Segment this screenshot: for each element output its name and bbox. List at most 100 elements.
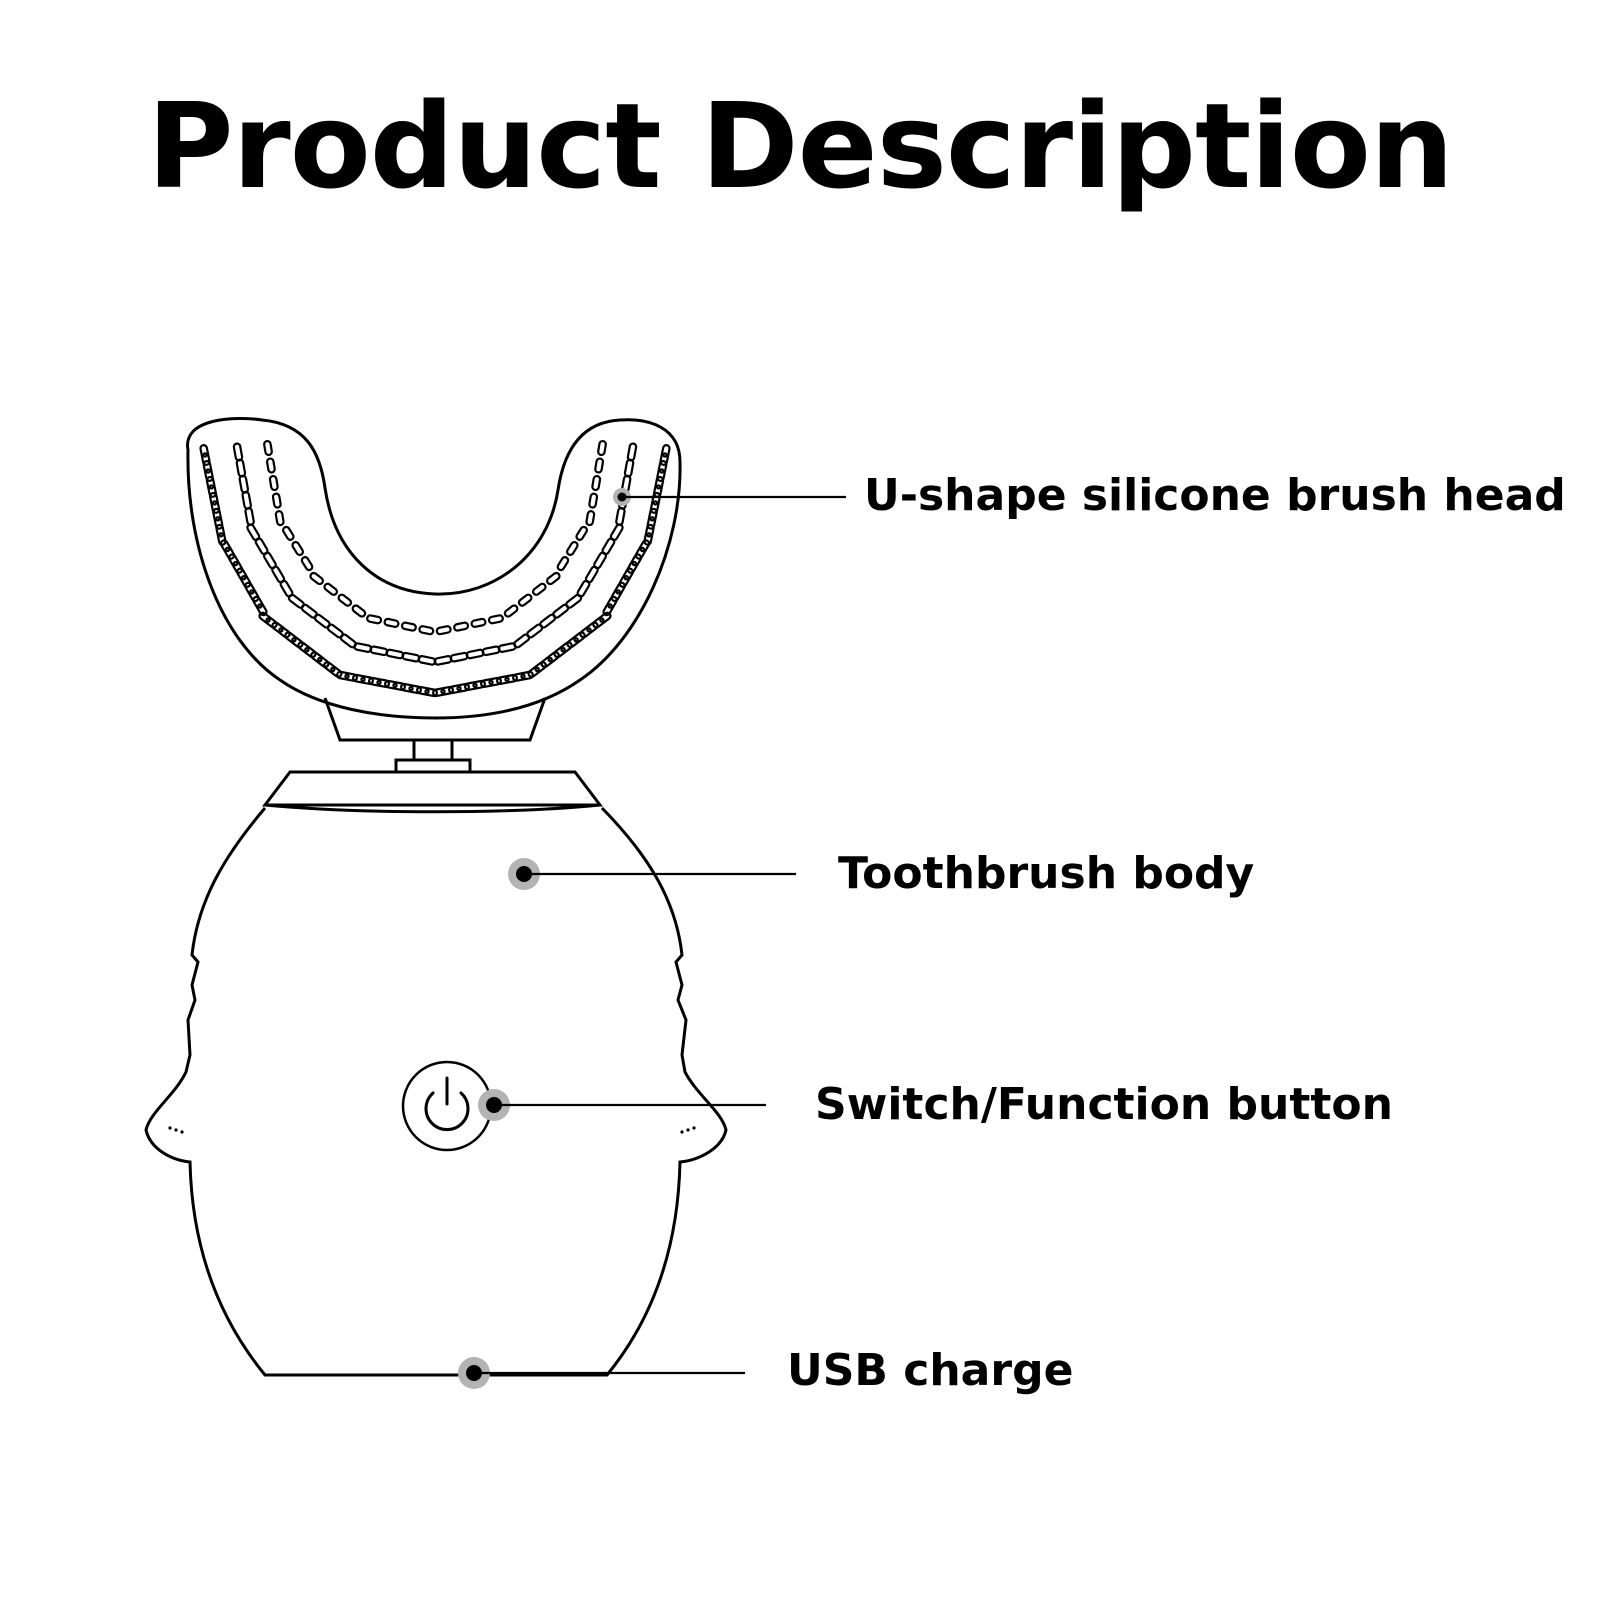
bristle-dot	[360, 676, 366, 683]
power-icon	[424, 1076, 470, 1132]
bristle	[496, 673, 518, 685]
bristle	[453, 621, 470, 632]
bristle	[615, 506, 626, 526]
bristle-dot	[607, 603, 613, 609]
bristle	[435, 625, 452, 636]
bristle-dot	[291, 637, 297, 643]
bristle	[432, 685, 454, 698]
bristle-dot	[240, 575, 247, 581]
bristle-dot	[265, 617, 271, 623]
toothbrush-body	[144, 770, 728, 1377]
bristle-dot	[232, 560, 239, 567]
bristle-dot	[662, 452, 668, 458]
bristle	[244, 506, 255, 526]
bristle	[417, 655, 437, 666]
bristle-dot	[317, 656, 323, 663]
bristle	[448, 682, 470, 695]
label-toothbrush-body: Toothbrush body	[838, 848, 1255, 899]
bristle	[232, 442, 244, 462]
bristle	[531, 582, 547, 596]
bristle	[353, 642, 373, 653]
bristle-dot	[520, 673, 526, 680]
bristle	[643, 523, 655, 546]
bristle-dot	[586, 627, 592, 633]
bristle	[219, 539, 236, 560]
bristle	[274, 510, 285, 527]
bristle	[487, 614, 504, 625]
bristle-rows	[199, 439, 671, 698]
bristle-dot	[639, 546, 646, 553]
callout-body	[508, 858, 796, 890]
bristle	[594, 457, 605, 474]
bristle	[626, 553, 643, 574]
bristle	[649, 491, 662, 514]
bristle	[323, 661, 343, 678]
bristle	[480, 676, 502, 688]
bristle	[659, 444, 671, 466]
bristle	[385, 648, 405, 660]
bristle	[400, 621, 417, 632]
bristle-dot	[560, 647, 566, 653]
bristle	[585, 510, 596, 527]
bristle	[656, 460, 668, 482]
bristle	[623, 458, 635, 478]
bristle	[309, 571, 325, 586]
brush-neck	[323, 697, 547, 742]
bristle-dot	[218, 532, 224, 538]
bristle	[351, 604, 367, 618]
bristle	[602, 595, 618, 617]
bristle	[199, 444, 211, 466]
bristle-dot	[330, 666, 336, 673]
bristle	[566, 631, 586, 649]
bristle	[244, 581, 260, 603]
bristle	[323, 582, 339, 596]
bristle	[575, 525, 589, 541]
bristle	[212, 507, 224, 530]
bristle	[433, 655, 453, 666]
bristle-dot	[615, 589, 621, 595]
bristle-dot	[257, 603, 263, 609]
bristle-dot	[472, 682, 478, 689]
bristle-dot	[547, 656, 553, 663]
bristle	[646, 507, 658, 530]
bristle-dot	[440, 688, 446, 695]
bristle	[366, 614, 383, 625]
bristle	[297, 641, 317, 659]
bristle	[416, 685, 438, 698]
bristle-dot	[534, 666, 540, 673]
bristle	[418, 625, 435, 636]
bristle	[400, 682, 422, 695]
bristle	[281, 525, 295, 541]
brush-head-outline	[186, 417, 682, 720]
bristle	[368, 676, 390, 688]
bristle-dot	[599, 617, 605, 623]
bristle	[205, 475, 218, 498]
bristle	[609, 523, 624, 542]
bristle	[565, 540, 579, 557]
callout-brush-head	[613, 488, 846, 506]
bristle-dot	[504, 676, 510, 683]
power-button[interactable]	[401, 1060, 493, 1152]
bristle	[465, 648, 485, 660]
bristle	[401, 651, 421, 663]
bristle-dot	[408, 685, 414, 692]
label-switch-button: Switch/Function button	[815, 1079, 1393, 1130]
bristle-dot	[631, 560, 638, 567]
bristle	[271, 621, 291, 639]
bristle	[265, 457, 276, 474]
label-usb-charge: USB charge	[787, 1345, 1074, 1396]
bristle	[241, 490, 252, 510]
brush-head	[186, 417, 682, 742]
bristle	[597, 439, 607, 457]
bristle-dot	[652, 500, 659, 506]
bristle-dot	[224, 546, 231, 553]
bristle	[235, 458, 247, 478]
bristle-dot	[202, 452, 208, 458]
bristle	[591, 474, 602, 492]
bristle-dot	[649, 516, 655, 522]
page-title: Product Description	[147, 77, 1454, 215]
bristle	[470, 617, 487, 628]
bristle	[464, 679, 486, 691]
bristle-dot	[424, 688, 430, 695]
